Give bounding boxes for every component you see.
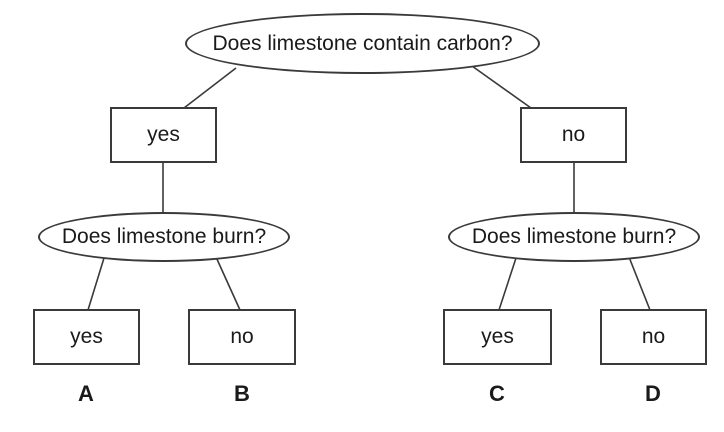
edge-left-burn-to-a — [87, 257, 105, 311]
edge-right-burn-to-d — [628, 256, 651, 311]
branch-no-node: no — [520, 107, 627, 163]
right-burn-question-node: Does limestone burn? — [448, 212, 700, 262]
leaf-label-d: no — [641, 325, 666, 349]
right-burn-question-text: Does limestone burn? — [471, 225, 677, 249]
left-burn-question-text: Does limestone burn? — [61, 225, 267, 249]
option-letter-d: D — [645, 381, 661, 406]
left-burn-question-node: Does limestone burn? — [38, 212, 290, 262]
edge-left-burn-to-b — [215, 256, 241, 311]
option-letter-a: A — [78, 381, 94, 406]
leaf-label-a: yes — [70, 325, 103, 349]
edge-root-to-no — [471, 65, 532, 109]
leaf-node-c: yes — [443, 309, 552, 365]
leaf-node-a: yes — [33, 309, 140, 365]
branch-yes-node: yes — [110, 107, 217, 163]
branch-no-label: no — [561, 123, 586, 147]
option-letter-b: B — [234, 381, 250, 406]
root-question-node: Does limestone contain carbon? — [185, 13, 540, 74]
edge-right-burn-to-c — [498, 257, 517, 311]
leaf-label-c: yes — [481, 325, 514, 349]
edge-root-to-yes — [183, 67, 237, 109]
option-letter-c: C — [489, 381, 505, 406]
branch-yes-label: yes — [147, 123, 180, 147]
leaf-label-b: no — [230, 325, 254, 349]
leaf-node-b: no — [188, 309, 296, 365]
root-question-text: Does limestone contain carbon? — [212, 31, 513, 55]
leaf-node-d: no — [600, 309, 707, 365]
